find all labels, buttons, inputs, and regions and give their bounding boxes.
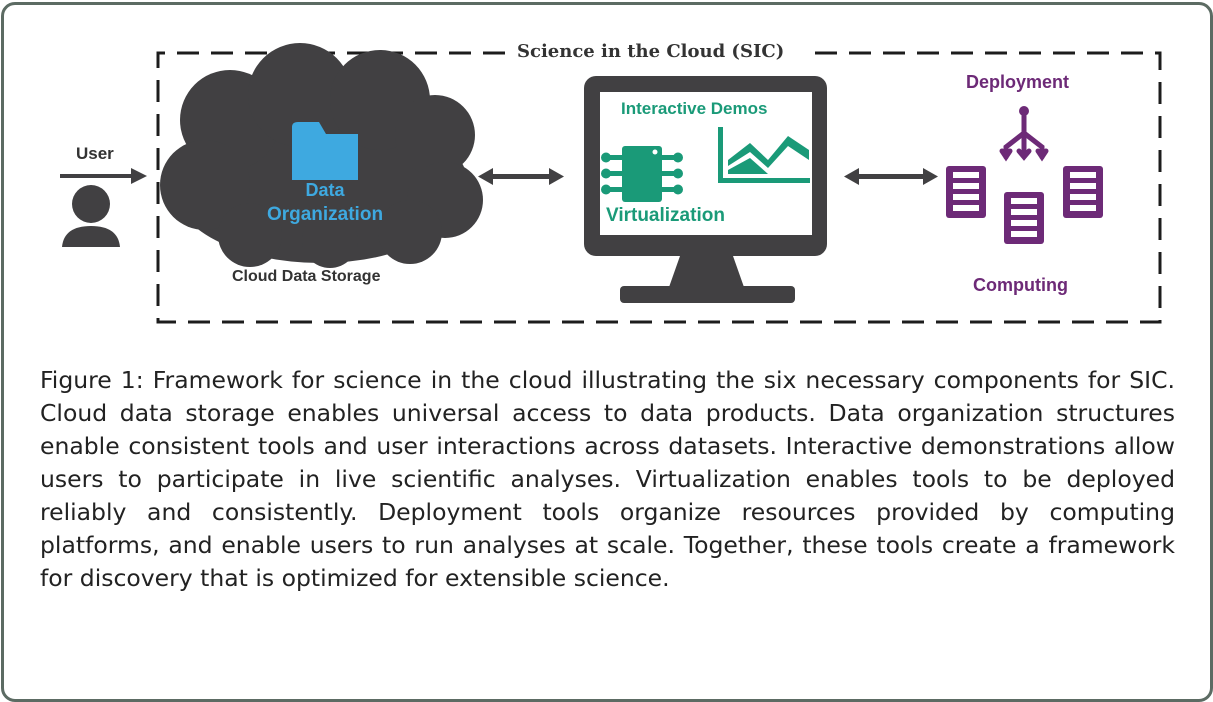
deployment-label: Deployment bbox=[966, 72, 1070, 92]
deployment-icon bbox=[999, 106, 1049, 162]
user-label: User bbox=[76, 144, 114, 163]
figure-caption: Figure 1: Framework for science in the c… bbox=[40, 366, 1175, 592]
server-icon-left bbox=[946, 166, 986, 218]
user-icon bbox=[62, 185, 120, 247]
server-icon-center bbox=[1004, 192, 1044, 244]
cloud-data-storage-label: Cloud Data Storage bbox=[232, 268, 381, 285]
server-icon-right bbox=[1063, 166, 1103, 218]
computing-label: Computing bbox=[973, 275, 1068, 295]
interactive-demos-label: Interactive Demos bbox=[621, 99, 768, 118]
double-arrow-storage-virtualization bbox=[478, 168, 564, 185]
chart-icon bbox=[718, 127, 810, 183]
cloud-icon bbox=[160, 43, 483, 268]
folder-icon bbox=[292, 122, 358, 180]
data-organization-label-line1: Data bbox=[305, 180, 345, 200]
data-organization-label-line2: Organization bbox=[266, 204, 384, 225]
double-arrow-virtualization-computing bbox=[844, 168, 938, 185]
user-arrow bbox=[60, 168, 147, 184]
chip-icon bbox=[601, 146, 683, 202]
sic-diagram bbox=[60, 43, 1162, 324]
sic-boundary bbox=[156, 51, 1162, 324]
sic-title: Science in the Cloud (SIC) bbox=[517, 41, 785, 62]
virtualization-label: Virtualization bbox=[606, 205, 725, 226]
